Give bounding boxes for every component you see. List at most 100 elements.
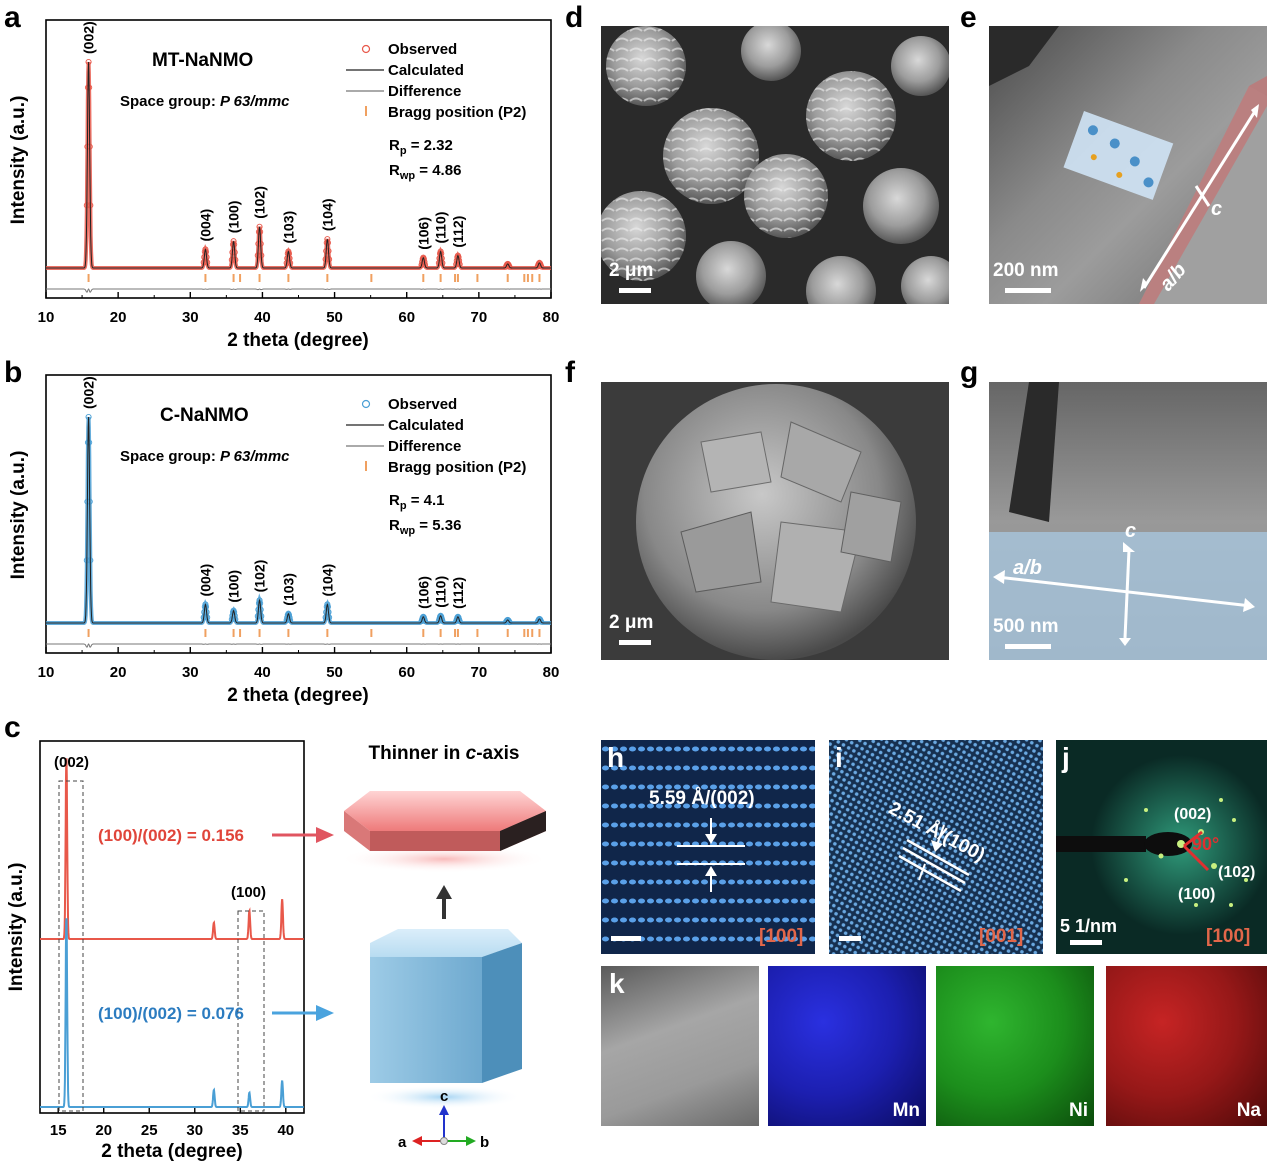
ratio-c: (100)/(002) = 0.076 [98, 1004, 244, 1023]
peak-label: (004) [197, 564, 213, 597]
legend-difference: Difference [388, 438, 461, 455]
x-tick-label: 70 [471, 309, 488, 326]
sample-title: MT-NaNMO [152, 50, 253, 71]
space-group-label: Space group: [120, 448, 220, 465]
tem-overlay [989, 382, 1267, 660]
legend-observed: Observed [388, 396, 457, 413]
panel-label-f: f [565, 356, 575, 389]
scale-label: 200 nm [993, 260, 1059, 281]
legend-bragg: Bragg position (P2) [388, 104, 526, 121]
legend-calculated: Calculated [388, 417, 464, 434]
box-100 [237, 910, 265, 1112]
scale-bar [619, 288, 651, 293]
legend-difference: Difference [388, 83, 461, 100]
tem-image-c: c a/b 500 nm [989, 382, 1267, 660]
peak-label: (002) [81, 376, 97, 409]
panel-label-i: i [835, 742, 843, 773]
x-tick-label: 80 [543, 309, 560, 326]
peak-label: (103) [280, 573, 296, 606]
angle-label: 90° [1192, 834, 1220, 854]
hrtem-image-i: i 2.51 Å/(100) [001] [829, 740, 1043, 954]
x-tick-label: 10 [38, 309, 55, 326]
rp-value: Rp = 2.32 [389, 137, 453, 157]
peak-label: (104) [319, 198, 335, 231]
axis-c-label: c [440, 1088, 448, 1105]
x-tick-label: 40 [254, 309, 271, 326]
scale-bar [1005, 288, 1051, 293]
eds-map-na: Na [1106, 966, 1267, 1126]
thin-hexagonal-plate [344, 791, 546, 851]
x-tick-label: 30 [182, 664, 199, 681]
zone-axis-label: [001] [979, 926, 1024, 947]
blue-prism-shadow [366, 1085, 522, 1109]
scale-bar [1070, 940, 1102, 945]
peak-label: (100) [226, 201, 242, 234]
peak-label: (112) [450, 577, 466, 609]
scale-label: 500 nm [993, 616, 1059, 637]
peak-label: (104) [319, 564, 335, 597]
plot-frame [39, 740, 305, 1114]
peak-label: (106) [415, 576, 431, 609]
peak-label: (110) [433, 212, 449, 244]
space-group-value: P 63/mmc [220, 448, 290, 465]
tem-image-mt: c a/b 200 nm [989, 26, 1267, 304]
observed-point [538, 263, 545, 270]
sem-image-c: 2 μm [601, 382, 949, 660]
difference-series [46, 288, 551, 293]
plot-frame [45, 19, 552, 299]
x-tick-label: 60 [398, 309, 415, 326]
peak-label: (112) [450, 216, 466, 248]
zone-axis-label: [100] [759, 926, 804, 947]
observed-point [287, 617, 294, 624]
zone-axis-label: [100] [1206, 926, 1251, 947]
diffraction-spots [1056, 755, 1267, 935]
x-tick-label: 15 [50, 1122, 67, 1139]
arrow-c [272, 1005, 334, 1021]
observed-point [538, 618, 545, 625]
series-line [40, 918, 304, 1108]
observed-point [421, 261, 429, 268]
peak-label: (110) [433, 576, 449, 608]
scale-label: 2 μm [609, 260, 654, 281]
thick-hexagonal-prism [370, 929, 522, 1083]
space-group: Space group: P 63/mmc [120, 448, 290, 465]
x-tick-label: 60 [398, 664, 415, 681]
panel-label-d: d [565, 1, 584, 34]
y-axis-label: Intensity (a.u.) [6, 863, 27, 992]
axis-b-label: b [480, 1134, 489, 1151]
x-tick-label: 80 [543, 664, 560, 681]
axes-gizmo: c a b [398, 1088, 489, 1151]
observed-point [202, 246, 209, 253]
ratio-mt: (100)/(002) = 0.156 [98, 826, 244, 845]
panel-label-c: c [4, 711, 21, 744]
scale-bar [619, 640, 651, 645]
series-line [40, 758, 304, 940]
x-tick-label: 70 [471, 664, 488, 681]
observed-point [256, 597, 263, 604]
peak-label: (103) [280, 211, 296, 244]
tem-overlay [989, 26, 1267, 304]
box-label-100: (100) [231, 884, 266, 901]
rwp-value: Rwp = 4.86 [389, 162, 461, 182]
peak-label: (002) [81, 21, 97, 54]
legend-observed-marker [361, 399, 371, 409]
spot-002: (002) [1174, 806, 1212, 823]
x-tick-label: 35 [232, 1122, 249, 1139]
x-tick-label: 20 [110, 309, 127, 326]
rwp-value: Rwp = 5.36 [389, 517, 461, 537]
x-tick-label: 30 [186, 1122, 203, 1139]
x-axis-label: 2 theta (degree) [227, 330, 368, 351]
panel-label-k: k [609, 968, 625, 999]
x-tick-label: 50 [326, 309, 343, 326]
x-tick-label: 30 [182, 309, 199, 326]
haadf-image: k [601, 966, 759, 1126]
observed-point [506, 619, 513, 626]
peak-label: (102) [252, 560, 268, 593]
arrow-mt [272, 827, 334, 843]
legend-observed-marker [361, 44, 371, 54]
observed-point [421, 618, 429, 625]
observed-point [324, 601, 331, 608]
scale-bar [1005, 644, 1051, 649]
x-tick-label: 50 [326, 664, 343, 681]
